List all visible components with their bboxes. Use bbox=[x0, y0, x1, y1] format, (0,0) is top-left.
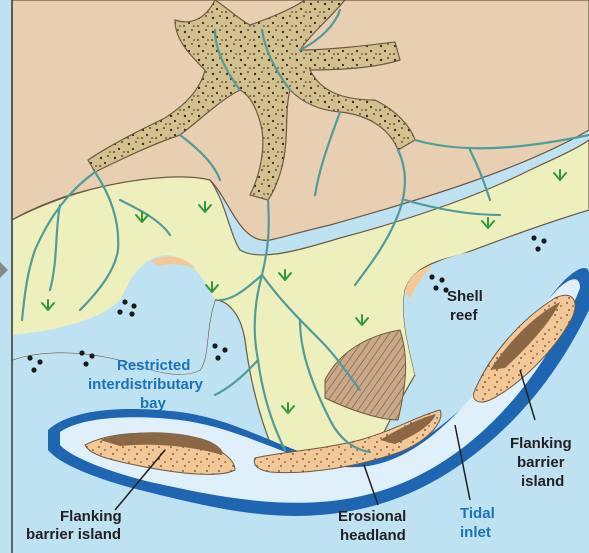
label-flank-right-line3: island bbox=[521, 473, 564, 490]
label-flank-left-line1: Flanking bbox=[60, 508, 122, 525]
label-bay-line3: bay bbox=[140, 395, 167, 412]
label-flank-right-line1: Flanking bbox=[510, 435, 572, 452]
label-erosional-line2: headland bbox=[340, 527, 406, 544]
label-bay-line2: interdistributary bbox=[88, 376, 204, 393]
label-erosional-line1: Erosional bbox=[338, 508, 406, 525]
label-shell-reef-line1: Shell bbox=[447, 288, 483, 305]
label-flank-left-line2: barrier island bbox=[26, 526, 121, 543]
label-tidal-line2: inlet bbox=[460, 524, 491, 541]
label-bay-line1: Restricted bbox=[117, 357, 190, 374]
label-tidal-line1: Tidal bbox=[460, 505, 495, 522]
label-shell-reef-line2: reef bbox=[450, 307, 479, 324]
label-flank-right-line2: barrier bbox=[517, 454, 565, 471]
